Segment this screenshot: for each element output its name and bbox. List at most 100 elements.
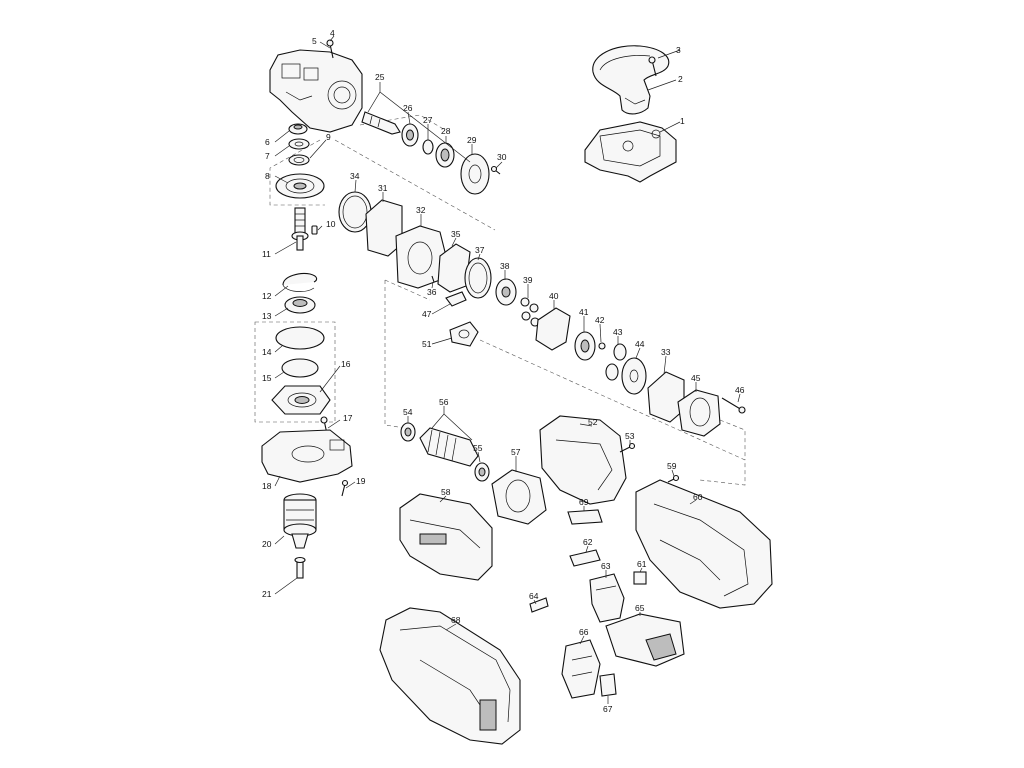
- label-31: 31: [378, 183, 388, 193]
- label-3: 3: [676, 45, 681, 55]
- label-27: 27: [423, 115, 433, 125]
- part-o-ring-14: [275, 326, 325, 350]
- label-19: 19: [356, 476, 366, 486]
- part-washer-9: [288, 154, 310, 166]
- label-1: 1: [680, 116, 685, 126]
- part-housing-60: [635, 479, 773, 609]
- label-61: 61: [637, 559, 647, 569]
- part-washer-7: [288, 138, 310, 150]
- label-55: 55: [473, 443, 483, 453]
- label-14: 14: [262, 347, 272, 357]
- part-ring-27: [422, 139, 434, 155]
- part-ring-37: [464, 257, 492, 299]
- part-block-47: [445, 291, 467, 307]
- part-switch-62: [569, 549, 601, 567]
- part-rollers-39: [520, 297, 540, 327]
- part-bearings-43: [605, 343, 627, 381]
- label-43: 43: [613, 327, 623, 337]
- part-switch-63: [589, 573, 625, 623]
- part-housing-52: [539, 415, 627, 505]
- part-bearing-54: [400, 422, 416, 442]
- part-grip: [592, 45, 670, 115]
- label-66: 66: [579, 627, 589, 637]
- label-4: 4: [330, 28, 335, 38]
- label-44: 44: [635, 339, 645, 349]
- label-11: 11: [262, 249, 271, 259]
- part-screw-3: [648, 56, 657, 77]
- part-controller-65: [605, 613, 685, 667]
- part-pad-61: [633, 571, 647, 585]
- part-housing-18: [261, 429, 353, 483]
- label-42: 42: [595, 315, 605, 325]
- part-gear-housing-5: [269, 49, 363, 133]
- label-54: 54: [403, 407, 413, 417]
- label-20: 20: [262, 539, 272, 549]
- label-60: 60: [693, 492, 703, 502]
- label-5: 5: [312, 36, 317, 46]
- part-spindle-11: [291, 207, 309, 251]
- label-29: 29: [467, 135, 477, 145]
- label-37: 37: [475, 245, 485, 255]
- part-ring-40: [535, 307, 571, 351]
- part-screw-19: [341, 479, 349, 497]
- part-bearing-26: [401, 123, 419, 147]
- label-39: 39: [523, 275, 533, 285]
- label-6: 6: [265, 137, 270, 147]
- label-15: 15: [262, 373, 272, 383]
- part-chuck-20: [283, 493, 317, 549]
- label-2: 2: [678, 74, 683, 84]
- part-clutch-38: [495, 278, 517, 306]
- part-screw-53: [619, 442, 636, 453]
- label-47: 47: [422, 309, 432, 319]
- part-pin-42: [598, 342, 606, 350]
- leader-lines: [274, 35, 741, 704]
- label-53: 53: [625, 431, 635, 441]
- label-52: 52: [588, 417, 598, 427]
- label-9: 9: [326, 132, 331, 142]
- label-57: 57: [511, 447, 521, 457]
- label-12: 12: [262, 291, 272, 301]
- label-8: 8: [265, 171, 270, 181]
- label-28: 28: [441, 126, 451, 136]
- label-65: 65: [635, 603, 645, 613]
- label-69: 69: [579, 497, 589, 507]
- label-51: 51: [422, 339, 432, 349]
- part-gear-41: [574, 331, 596, 361]
- part-knob-51: [449, 321, 479, 347]
- label-64: 64: [529, 591, 539, 601]
- label-58: 58: [441, 487, 451, 497]
- label-34: 34: [350, 171, 360, 181]
- label-7: 7: [265, 151, 270, 161]
- part-lamp-64: [529, 597, 549, 613]
- part-bearing-55: [474, 462, 490, 482]
- part-motor-housing-58: [399, 493, 493, 581]
- part-flange-16: [271, 385, 331, 415]
- label-38: 38: [500, 261, 510, 271]
- part-screw-21: [294, 556, 306, 579]
- part-screw-30: [490, 165, 501, 175]
- part-plate-44: [621, 357, 647, 395]
- part-retaining-ring-12: [282, 272, 318, 292]
- label-36: 36: [427, 287, 437, 297]
- part-bolt-4: [326, 39, 334, 59]
- part-cover-1: [584, 121, 677, 183]
- label-35: 35: [451, 229, 461, 239]
- label-18: 18: [262, 481, 272, 491]
- label-40: 40: [549, 291, 559, 301]
- part-label-69: [567, 509, 603, 525]
- label-16: 16: [341, 359, 351, 369]
- label-62: 62: [583, 537, 593, 547]
- label-41: 41: [579, 307, 589, 317]
- part-terminal-66: [561, 639, 601, 699]
- label-59: 59: [667, 461, 677, 471]
- part-screw-59: [667, 474, 680, 483]
- label-30: 30: [497, 152, 507, 162]
- part-bolt-46: [721, 397, 746, 414]
- part-bearing-6: [288, 123, 308, 135]
- part-armature-56: [419, 427, 479, 467]
- label-32: 32: [416, 205, 426, 215]
- label-68: 68: [451, 615, 461, 625]
- label-46: 46: [735, 385, 745, 395]
- label-67: 67: [603, 704, 613, 714]
